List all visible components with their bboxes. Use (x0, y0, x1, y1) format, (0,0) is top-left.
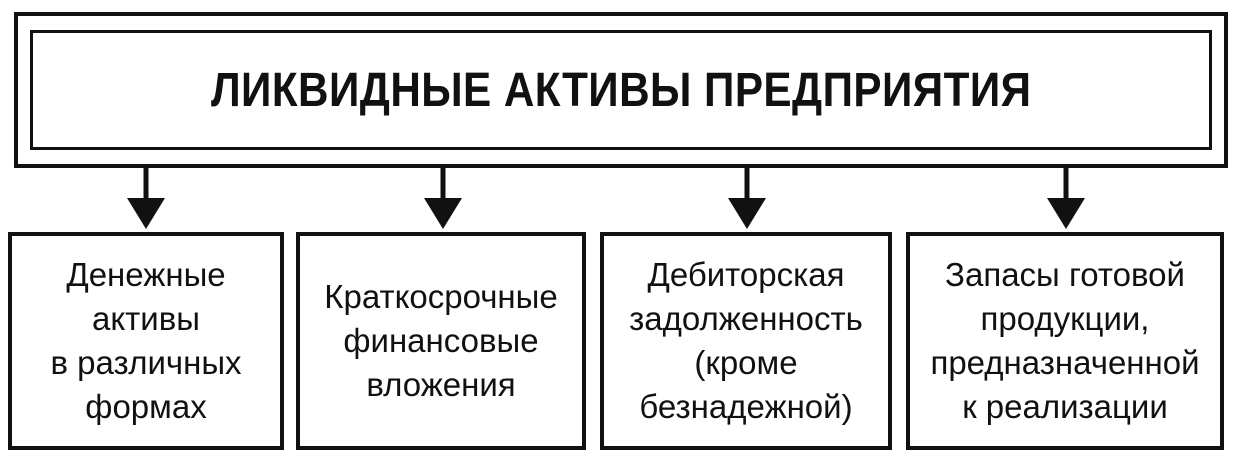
node-finished-goods-line-2: продукции, (980, 300, 1150, 337)
node-finished-goods-text: Запасы готовой продукции, предназначенно… (930, 253, 1199, 429)
node-finished-goods: Запасы готовой продукции, предназначенно… (906, 232, 1224, 450)
node-finished-goods-line-1: Запасы готовой (945, 256, 1185, 293)
node-receivables-line-4: безнадежной) (639, 388, 853, 425)
root-node-box: ЛИКВИДНЫЕ АКТИВЫ ПРЕДПРИЯТИЯ (14, 12, 1228, 168)
node-receivables-line-3: (кроме (694, 344, 798, 381)
node-cash-assets-line-1: Денежные (66, 256, 226, 293)
node-short-term-investments-text: Краткосрочные финансовые вложения (324, 275, 557, 407)
root-node-inner-frame: ЛИКВИДНЫЕ АКТИВЫ ПРЕДПРИЯТИЯ (30, 30, 1212, 150)
node-finished-goods-line-3: предназначенной (930, 344, 1200, 381)
node-cash-assets-line-3: в различных (50, 344, 242, 381)
node-short-term-investments-line-1: Краткосрочные (324, 278, 558, 315)
arrow-to-receivables (728, 168, 766, 229)
node-cash-assets-line-4: формах (85, 388, 207, 425)
root-node-title: ЛИКВИДНЫЕ АКТИВЫ ПРЕДПРИЯТИЯ (210, 63, 1032, 117)
node-finished-goods-line-4: к реализации (962, 388, 1168, 425)
node-short-term-investments-line-2: финансовые (343, 322, 539, 359)
node-short-term-investments: Краткосрочные финансовые вложения (296, 232, 586, 450)
node-cash-assets: Денежные активы в различных формах (8, 232, 284, 450)
arrow-to-cash-assets (127, 168, 165, 229)
node-cash-assets-line-2: активы (92, 300, 200, 337)
node-short-term-investments-line-3: вложения (366, 366, 516, 403)
arrow-to-finished-goods (1047, 168, 1085, 229)
node-receivables-line-1: Дебиторская (647, 256, 845, 293)
node-receivables-line-2: задолженность (629, 300, 863, 337)
arrow-to-short-term-investments (424, 168, 462, 229)
node-receivables-text: Дебиторская задолженность (кроме безнаде… (629, 253, 863, 429)
node-cash-assets-text: Денежные активы в различных формах (50, 253, 241, 429)
node-receivables: Дебиторская задолженность (кроме безнаде… (600, 232, 892, 450)
